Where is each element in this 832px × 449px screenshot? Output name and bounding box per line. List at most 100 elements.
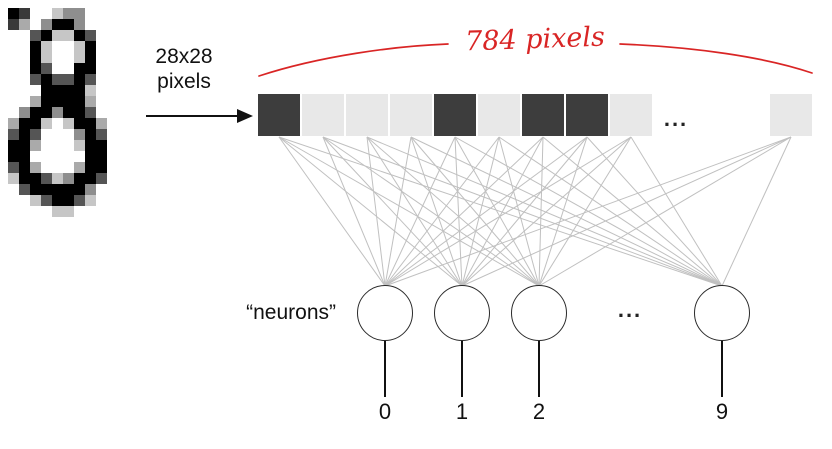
digit-pixel — [41, 129, 52, 140]
digit-pixel — [41, 118, 52, 129]
digit-pixel — [96, 140, 107, 151]
digit-pixel — [19, 140, 30, 151]
connection-line — [461, 136, 500, 287]
output-label: 1 — [455, 399, 469, 424]
connection-line — [721, 136, 792, 287]
digit-pixel — [107, 96, 118, 107]
digit-pixel — [96, 63, 107, 74]
connection-line — [366, 136, 463, 287]
digit-pixel — [30, 52, 41, 63]
digit-pixel — [30, 41, 41, 52]
digit-pixel — [96, 206, 107, 217]
neurons-ellipsis: ... — [617, 297, 643, 322]
digit-image — [8, 8, 118, 217]
input-pixel-cell — [258, 94, 300, 136]
digit-pixel — [85, 195, 96, 206]
input-pixel-cell — [390, 94, 432, 136]
digit-pixel — [74, 52, 85, 63]
connection-line — [498, 136, 723, 287]
digit-pixel — [41, 162, 52, 173]
digit-pixel — [8, 184, 19, 195]
digit-pixel — [30, 74, 41, 85]
connection-line — [384, 136, 588, 287]
connection-line — [322, 136, 540, 287]
digit-pixel — [41, 184, 52, 195]
connection-line — [538, 136, 588, 287]
connection-line — [278, 136, 540, 287]
digit-pixel — [74, 63, 85, 74]
digit-pixel — [52, 162, 63, 173]
digit-pixel — [52, 8, 63, 19]
output-label: 2 — [532, 399, 546, 424]
digit-pixel — [8, 30, 19, 41]
digit-pixel — [96, 184, 107, 195]
digit-pixel — [41, 151, 52, 162]
digit-pixel — [19, 162, 30, 173]
digit-pixel — [8, 19, 19, 30]
digit-pixel — [19, 206, 30, 217]
digit-pixel — [52, 85, 63, 96]
digit-pixel — [8, 118, 19, 129]
connection-line — [410, 136, 463, 287]
digit-pixel — [107, 206, 118, 217]
digit-pixel — [30, 140, 41, 151]
digit-pixel — [63, 96, 74, 107]
digit-pixel — [85, 19, 96, 30]
digit-pixel — [8, 96, 19, 107]
connection-line — [278, 136, 386, 287]
digit-pixel — [8, 195, 19, 206]
digit-pixel — [107, 74, 118, 85]
digit-pixel — [30, 151, 41, 162]
digit-pixel — [30, 118, 41, 129]
connection-line — [366, 136, 386, 287]
digit-pixel — [96, 19, 107, 30]
neuron-circle — [511, 285, 567, 341]
digit-pixel — [19, 129, 30, 140]
digit-pixel — [63, 85, 74, 96]
digit-pixel — [19, 52, 30, 63]
digit-pixel — [107, 30, 118, 41]
input-pixel-cell — [522, 94, 564, 136]
digit-pixel — [85, 52, 96, 63]
digit-pixel — [63, 162, 74, 173]
digit-pixel — [41, 206, 52, 217]
digit-pixel — [63, 107, 74, 118]
digit-pixel — [19, 30, 30, 41]
digit-pixel — [85, 74, 96, 85]
digit-pixel — [74, 184, 85, 195]
connection-line — [461, 136, 792, 287]
digit-pixel — [19, 8, 30, 19]
digit-pixel — [30, 85, 41, 96]
connection-line — [384, 136, 792, 287]
digit-pixel — [52, 195, 63, 206]
digit-pixel — [74, 162, 85, 173]
digit-pixel — [63, 63, 74, 74]
digit-pixel — [41, 173, 52, 184]
digit-pixel — [52, 107, 63, 118]
digit-pixel — [30, 96, 41, 107]
digit-pixel — [19, 96, 30, 107]
digit-pixel — [107, 52, 118, 63]
digit-pixel — [19, 195, 30, 206]
connection-lines — [278, 136, 792, 287]
digit-pixel — [107, 195, 118, 206]
digit-pixel — [85, 173, 96, 184]
digit-pixel — [63, 140, 74, 151]
digit-pixel — [30, 19, 41, 30]
annotation-arc-left — [258, 43, 449, 77]
input-size-label: 28x28 pixels — [132, 44, 236, 94]
digit-pixel — [8, 63, 19, 74]
digit-pixel — [19, 173, 30, 184]
digit-pixel — [85, 85, 96, 96]
digit-pixel — [52, 206, 63, 217]
digit-pixel — [63, 151, 74, 162]
digit-pixel — [30, 162, 41, 173]
input-vector-ellipsis: ... — [663, 106, 689, 131]
input-pixel-cell — [434, 94, 476, 136]
digit-pixel — [63, 184, 74, 195]
digit-pixel — [107, 151, 118, 162]
digit-pixel — [52, 118, 63, 129]
digit-pixel — [107, 85, 118, 96]
connection-line — [322, 136, 723, 287]
output-stem — [538, 341, 540, 397]
